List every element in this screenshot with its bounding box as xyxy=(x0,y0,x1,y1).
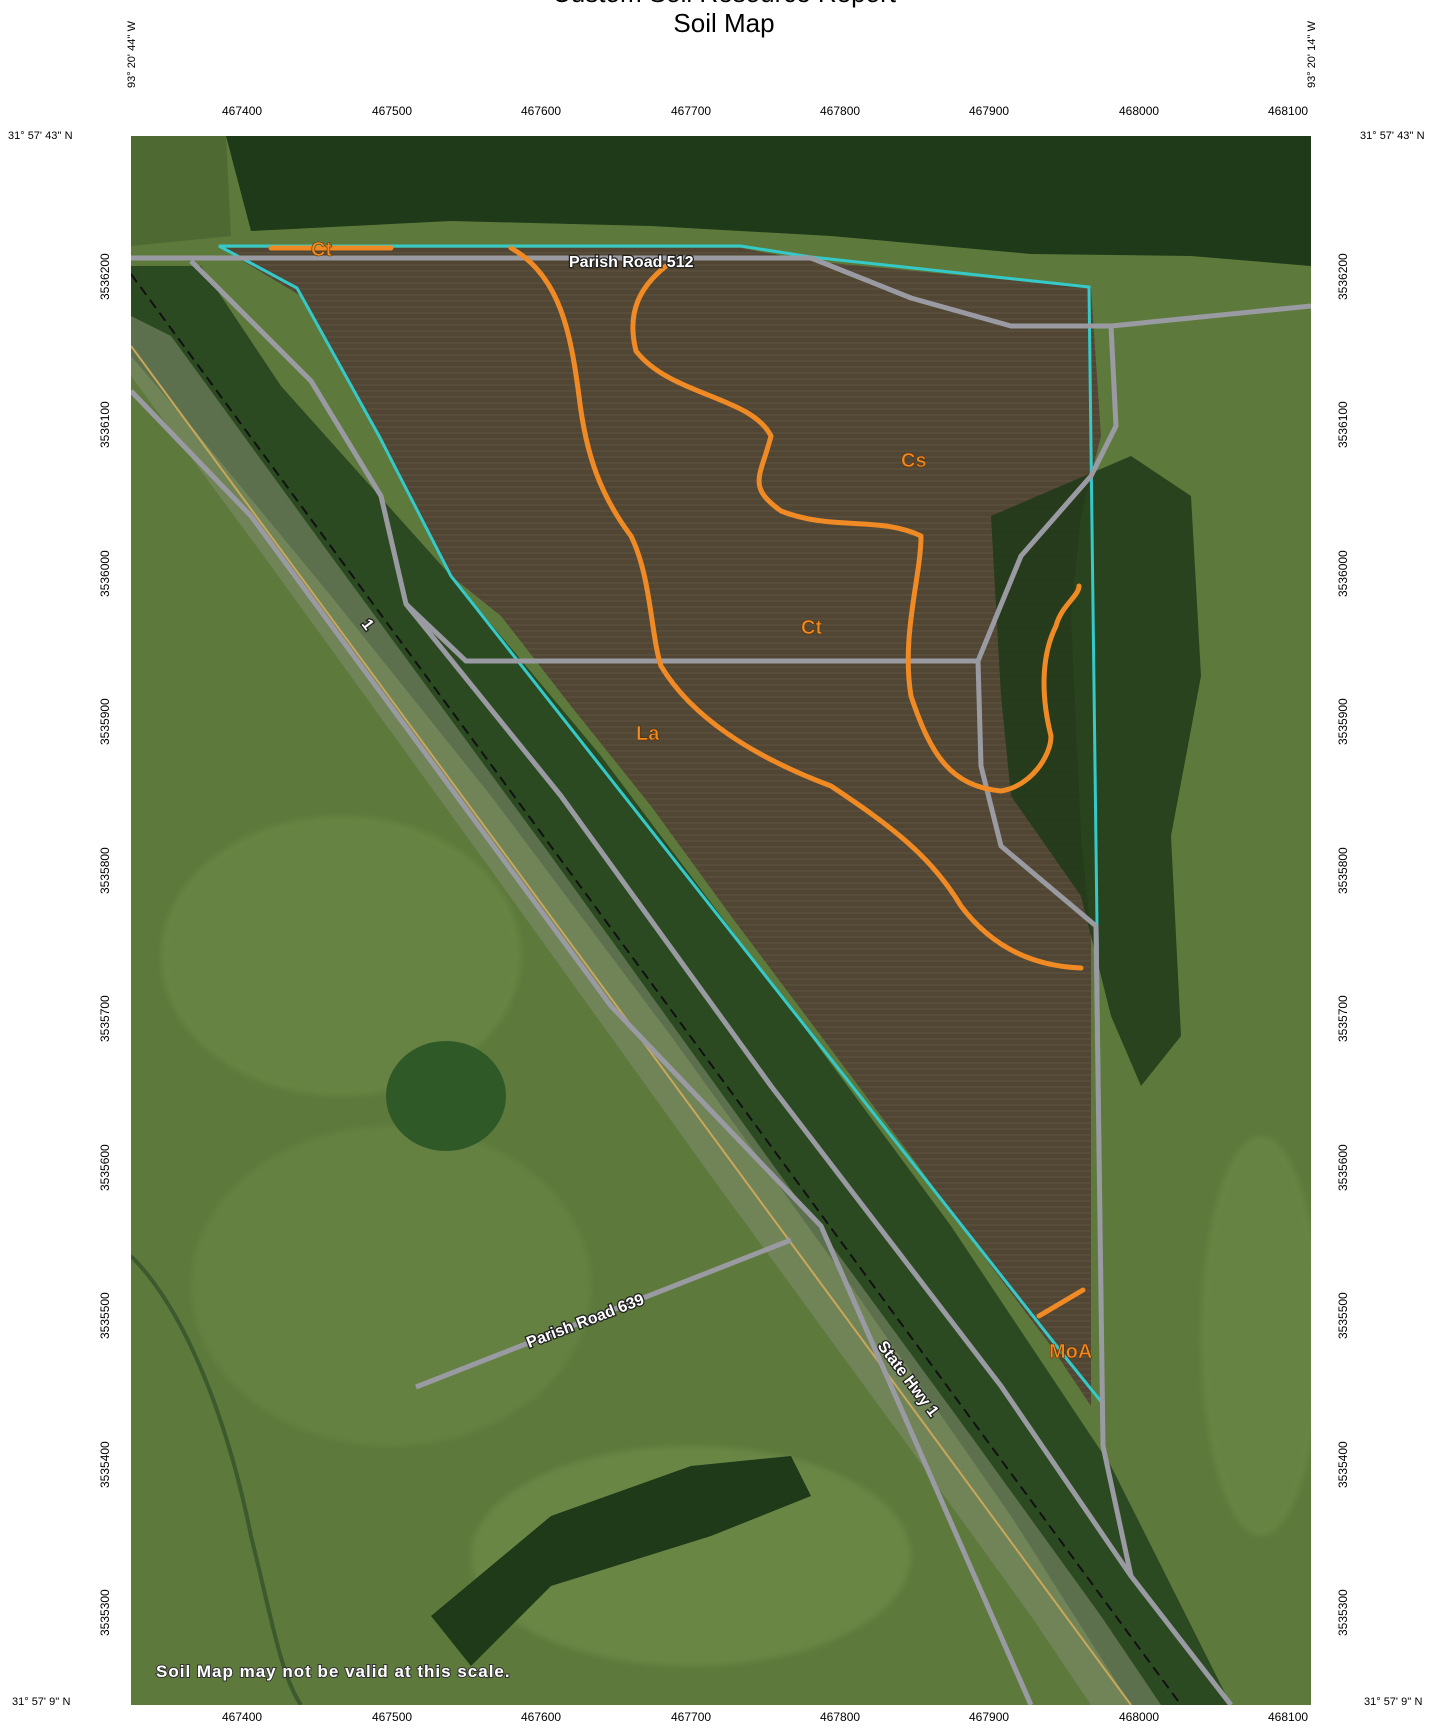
report-title: Custom Soil Resource Report xyxy=(0,0,1448,9)
pasture-patches xyxy=(161,816,1311,1666)
northing-left-1: 3536200 xyxy=(98,253,112,300)
northing-right-1: 3536200 xyxy=(1336,253,1350,300)
easting-top-2: 467500 xyxy=(372,104,413,118)
easting-bottom-8: 468100 xyxy=(1268,1710,1309,1724)
map-title: Soil Map xyxy=(673,8,775,38)
easting-top-3: 467600 xyxy=(521,104,562,118)
soil-label-moa: MoA xyxy=(1049,1341,1092,1363)
lat-top-left: 31° 57' 43'' N xyxy=(8,130,73,142)
northing-left-2: 3536100 xyxy=(98,401,112,448)
area-of-interest-boundary xyxy=(218,244,1105,1409)
northing-right-3: 3536000 xyxy=(1336,550,1350,597)
road-label-parish-512: Parish Road 512 xyxy=(569,254,694,271)
soil-label-ct-center: Ct xyxy=(801,617,822,639)
northing-right-5: 3535800 xyxy=(1336,847,1350,894)
easting-top-6: 467900 xyxy=(969,104,1010,118)
northing-left-5: 3535800 xyxy=(98,847,112,894)
railroad-line xyxy=(131,273,1182,1705)
rail-tree-band xyxy=(131,266,1231,1705)
scale-warning: Soil Map may not be valid at this scale. xyxy=(156,1662,511,1681)
northing-left-10: 3535300 xyxy=(98,1589,112,1636)
northing-left-8: 3535500 xyxy=(98,1292,112,1339)
highway-band xyxy=(131,316,1161,1705)
soil-lines xyxy=(268,245,1086,1319)
northing-right-4: 3535900 xyxy=(1336,698,1350,745)
soil-label-cs: Cs xyxy=(901,450,927,472)
easting-top-4: 467700 xyxy=(671,104,712,118)
easting-bottom-1: 467400 xyxy=(222,1710,263,1724)
lon-top-right: 93° 20' 14'' W xyxy=(1306,21,1318,88)
easting-top-1: 467400 xyxy=(222,104,263,118)
lat-bottom-right: 31° 57' 9'' N xyxy=(1364,1696,1423,1708)
soil-label-la: La xyxy=(636,723,660,745)
easting-bottom-2: 467500 xyxy=(372,1710,413,1724)
lat-bottom-left: 31° 57' 9'' N xyxy=(12,1696,71,1708)
north-tree-line xyxy=(226,136,1311,266)
easting-bottom-3: 467600 xyxy=(521,1710,562,1724)
northing-left-4: 3535900 xyxy=(98,698,112,745)
easting-top-7: 468000 xyxy=(1119,104,1160,118)
field-area xyxy=(221,248,1101,1406)
creek xyxy=(131,1254,303,1705)
soil-label-ct-north: Ct xyxy=(311,239,332,261)
northing-right-2: 3536100 xyxy=(1336,401,1350,448)
northing-left-7: 3535600 xyxy=(98,1144,112,1191)
pond-trees xyxy=(386,1041,506,1151)
parcel-lines xyxy=(131,255,1311,1705)
easting-bottom-4: 467700 xyxy=(671,1710,712,1724)
northing-right-7: 3535600 xyxy=(1336,1144,1350,1191)
northing-right-10: 3535300 xyxy=(1336,1589,1350,1636)
northing-right-6: 3535700 xyxy=(1336,995,1350,1042)
easting-top-5: 467800 xyxy=(820,104,861,118)
easting-bottom-7: 468000 xyxy=(1119,1710,1160,1724)
creek-trees-south xyxy=(431,1456,811,1666)
easting-top-8: 468100 xyxy=(1268,104,1309,118)
lon-top-left: 93° 20' 44'' W xyxy=(126,21,138,88)
northing-left-9: 3535400 xyxy=(98,1441,112,1488)
northing-right-9: 3535400 xyxy=(1336,1441,1350,1488)
northing-right-8: 3535500 xyxy=(1336,1292,1350,1339)
soil-map[interactable]: Ct Cs Ct La MoA Parish Road 512 Parish R… xyxy=(131,136,1311,1705)
northing-left-6: 3535700 xyxy=(98,995,112,1042)
north-pasture-strip xyxy=(131,136,231,246)
northing-left-3: 3536000 xyxy=(98,550,112,597)
easting-bottom-5: 467800 xyxy=(820,1710,861,1724)
lat-top-right: 31° 57' 43'' N xyxy=(1360,130,1425,142)
easting-bottom-6: 467900 xyxy=(969,1710,1010,1724)
